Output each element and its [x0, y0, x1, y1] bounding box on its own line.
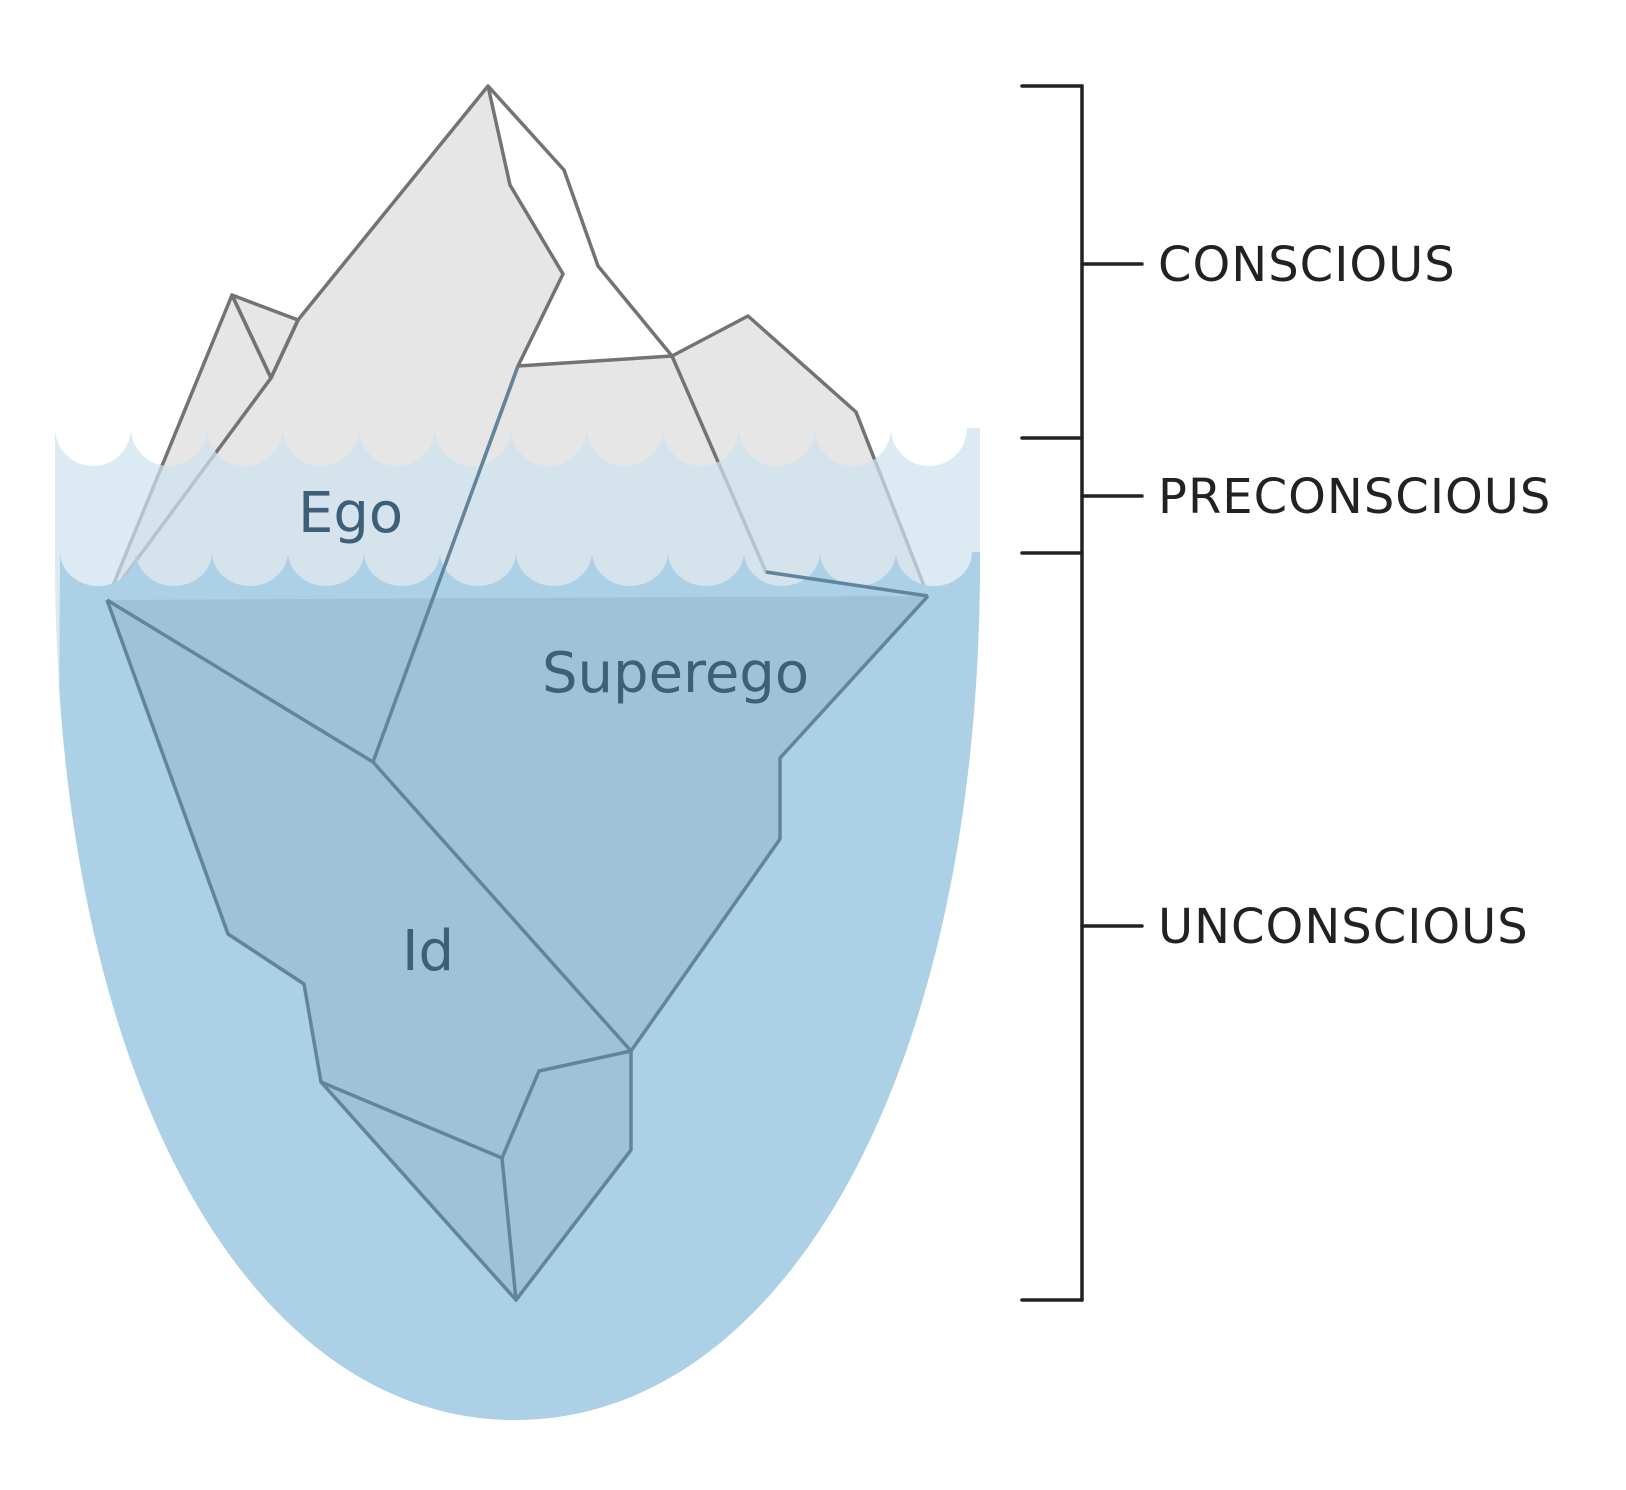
iceberg-submerged — [105, 365, 930, 1302]
submerged-ridge-center — [371, 365, 520, 763]
submerged-body — [107, 596, 928, 1300]
submerged-outline — [105, 594, 930, 1302]
preconscious-label: PRECONSCIOUS — [1158, 469, 1551, 525]
submerged-ridge-right — [765, 570, 929, 598]
unconscious-label: UNCONSCIOUS — [1158, 899, 1529, 955]
iceberg-outline-main — [269, 84, 490, 379]
ego-label: Ego — [298, 481, 403, 546]
id-label: Id — [402, 919, 454, 984]
submerged-facet-bottom-left — [320, 1080, 503, 1160]
superego-label: Superego — [542, 641, 809, 706]
consciousness-bracket — [1020, 84, 1144, 1302]
submerged-facet-bottom — [500, 1049, 632, 1301]
conscious-label: CONSCIOUS — [1158, 237, 1456, 293]
iceberg-shadow-large — [486, 84, 674, 368]
